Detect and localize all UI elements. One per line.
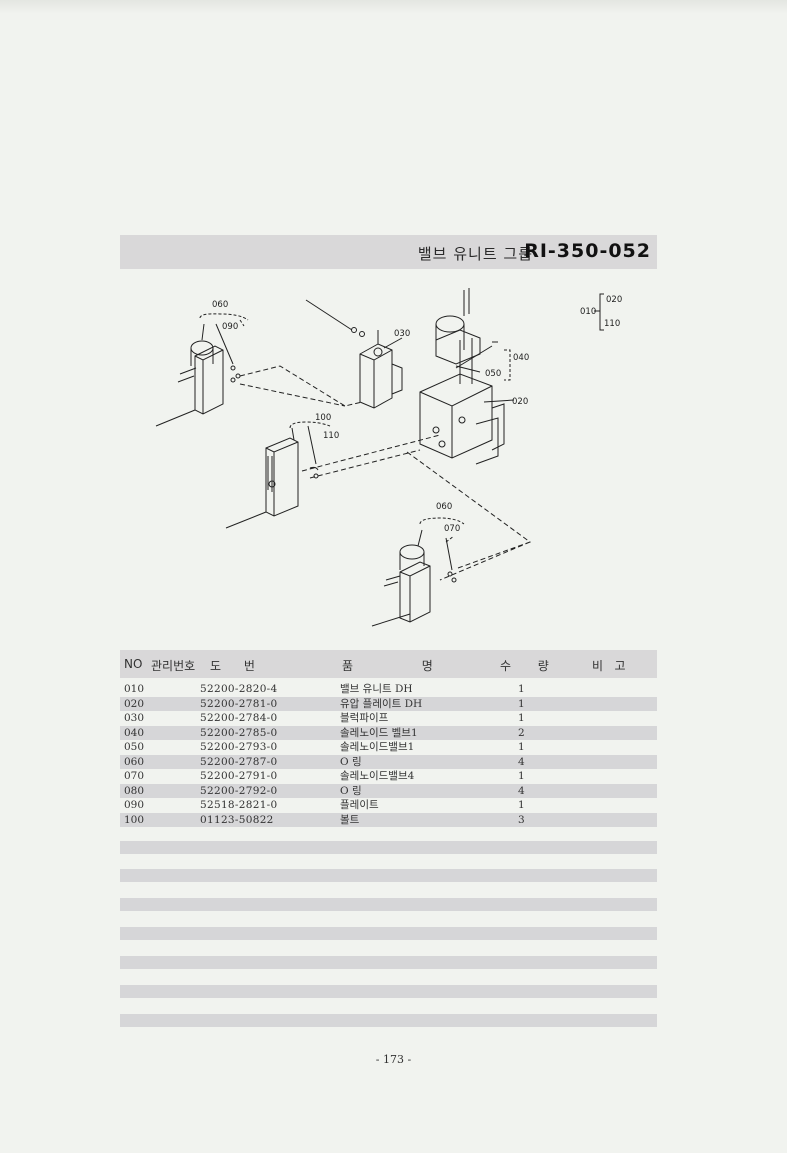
row-qty: 1: [518, 770, 525, 782]
row-name: 솔레노이드밸브1: [340, 741, 415, 753]
label-110-range: 110: [604, 319, 620, 329]
table-row: 040 52200-2785-0 솔레노이드 벨브1 2: [120, 725, 657, 740]
row-qty: 1: [518, 712, 525, 724]
row-drawing: 52200-2784-0: [200, 712, 278, 724]
row-name: O 링: [340, 755, 362, 768]
label-110: 110: [323, 431, 339, 441]
table-header: NO 관리번호 도 번 품 명 수 량 비 고: [120, 650, 657, 678]
label-050: 050: [485, 369, 501, 379]
table-row: 090 52518-2821-0 플레이트 1: [120, 798, 657, 813]
parts-drawing: 010 020 110 060 090 030 040 050 020 100 …: [155, 288, 622, 627]
row-drawing: 52200-2781-0: [200, 697, 278, 710]
table-row: 080 52200-2792-0 O 링 4: [120, 783, 657, 798]
row-qty: 1: [518, 683, 525, 695]
row-qty: 3: [518, 813, 525, 826]
row-drawing: 52200-2785-0: [200, 726, 278, 739]
row-name: 볼트: [340, 813, 360, 826]
col-drawing-number: 도 번: [210, 659, 255, 673]
empty-row: [120, 1014, 657, 1027]
label-010: 010: [580, 307, 596, 317]
empty-row: [120, 956, 657, 969]
col-mgmt-number: 관리번호: [151, 659, 196, 673]
title-bar: 밸브 유니트 그룹 RI-350-052: [120, 235, 657, 269]
table-row: 010 52200-2820-4 밸브 유니트 DH 1: [120, 682, 657, 697]
label-090: 090: [222, 322, 238, 332]
label-020: 020: [512, 397, 528, 407]
page-number: - 173 -: [375, 1053, 412, 1066]
row-drawing: 52518-2821-0: [200, 799, 278, 811]
row-drawing: 52200-2793-0: [200, 741, 278, 753]
col-part-name: 품 명: [342, 659, 433, 673]
row-qty: 1: [518, 799, 525, 811]
row-no: 030: [124, 712, 145, 724]
row-name: 솔레노이드 벨브1: [340, 726, 418, 739]
row-qty: 2: [518, 726, 525, 739]
row-qty: 4: [518, 784, 525, 797]
col-remark: 비 고: [592, 659, 626, 673]
row-drawing: 01123-50822: [200, 813, 274, 826]
table-row: 060 52200-2787-0 O 링 4: [120, 754, 657, 769]
label-030: 030: [394, 329, 410, 339]
row-no: 050: [124, 741, 145, 753]
label-060-bottom: 060: [436, 502, 452, 512]
table-row: 020 52200-2781-0 유압 플레이트 DH 1: [120, 696, 657, 711]
row-name: O 링: [340, 784, 362, 797]
row-qty: 4: [518, 755, 525, 768]
row-qty: 1: [518, 741, 525, 753]
table-row: 100 01123-50822 볼트 3: [120, 812, 657, 827]
label-060-top: 060: [212, 300, 228, 310]
row-name: 플레이트: [340, 799, 379, 811]
col-quantity: 수 량: [500, 659, 549, 673]
col-no: NO: [124, 657, 143, 671]
table-row: 030 52200-2784-0 블럭파이프 1: [120, 711, 657, 726]
row-no: 070: [124, 770, 145, 782]
page-title: 밸브 유니트 그룹: [417, 245, 533, 263]
label-100: 100: [315, 413, 331, 423]
row-drawing: 52200-2791-0: [200, 770, 278, 782]
row-no: 080: [124, 784, 145, 797]
row-drawing: 52200-2787-0: [200, 755, 278, 768]
parts-table: 010 52200-2820-4 밸브 유니트 DH 1 020 52200-2…: [120, 682, 657, 827]
row-name: 솔레노이드밸브4: [340, 770, 415, 782]
row-no: 010: [124, 683, 145, 695]
label-070: 070: [444, 524, 460, 534]
paper-edge: [0, 0, 787, 14]
table-row: 050 52200-2793-0 솔레노이드밸브1 1: [120, 740, 657, 755]
row-no: 100: [124, 813, 145, 826]
exploded-parts-diagram: 010 020 110 060 090 030 040 050 020 100 …: [120, 280, 657, 640]
empty-row: [120, 927, 657, 940]
row-no: 060: [124, 755, 145, 768]
label-040: 040: [513, 353, 529, 363]
group-code: RI-350-052: [524, 240, 651, 262]
row-name: 블럭파이프: [340, 712, 389, 724]
row-drawing: 52200-2820-4: [200, 683, 278, 695]
row-name: 유압 플레이트 DH: [340, 697, 423, 710]
empty-row: [120, 985, 657, 998]
row-name: 밸브 유니트 DH: [340, 683, 413, 695]
empty-row: [120, 898, 657, 911]
row-qty: 1: [518, 697, 525, 710]
label-020-range: 020: [606, 295, 622, 305]
row-no: 020: [124, 697, 145, 710]
table-row: 070 52200-2791-0 솔레노이드밸브4 1: [120, 769, 657, 784]
empty-row: [120, 841, 657, 854]
empty-row: [120, 869, 657, 882]
row-no: 090: [124, 799, 145, 811]
row-no: 040: [124, 726, 145, 739]
row-drawing: 52200-2792-0: [200, 784, 278, 797]
